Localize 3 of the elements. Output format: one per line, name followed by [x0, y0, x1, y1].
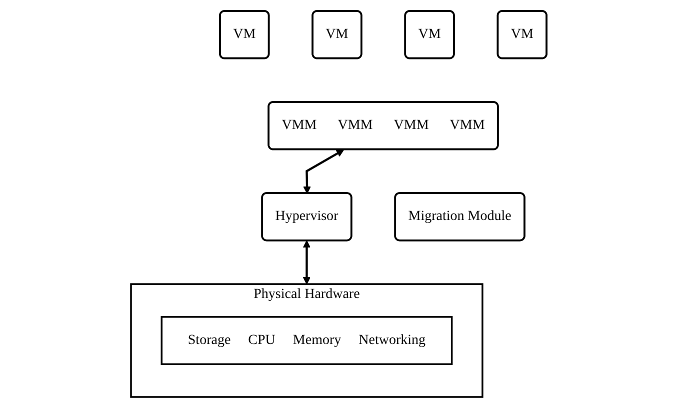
arrow: [302, 150, 344, 194]
arrow: [302, 240, 310, 284]
node-box: Storage CPU Memory Networking: [160, 316, 452, 366]
